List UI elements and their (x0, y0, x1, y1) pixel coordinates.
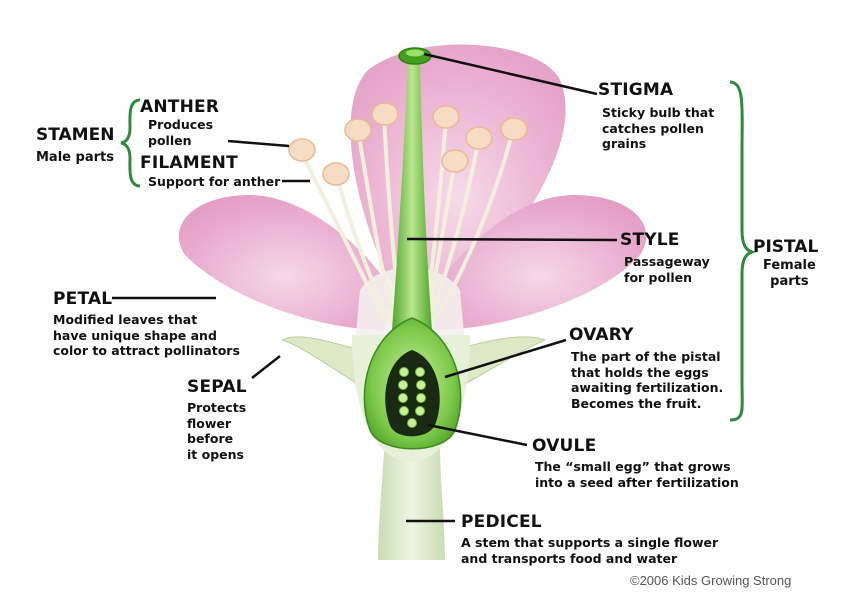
ovary-desc: The part of the pistal that holds the eg… (571, 349, 723, 411)
ovule-3 (398, 380, 408, 390)
ovule-6 (416, 393, 426, 403)
ovule-4 (416, 380, 426, 390)
anther-2 (322, 162, 350, 186)
anther-title: ANTHER (140, 97, 220, 117)
sepal-desc-line-2: flower (187, 415, 232, 431)
sepal-title: SEPAL (187, 377, 247, 397)
anther-desc: Produces pollen (148, 117, 213, 148)
ovary-desc-line-4: Becomes the fruit. (571, 395, 702, 411)
filament-2 (334, 172, 392, 322)
anther-3 (344, 118, 372, 142)
ovule-5 (398, 393, 408, 403)
anther-6 (465, 126, 493, 150)
stigma-desc-line-2: catches pollen (602, 120, 704, 136)
stigma-leader (423, 52, 598, 96)
style-desc: Passageway for pollen (624, 254, 710, 285)
ovary-desc-line-3: awaiting fertilization. (571, 380, 724, 395)
style-desc-line-2: for pollen (624, 269, 693, 285)
sepal-leader (251, 355, 281, 379)
pedicel-title: PEDICEL (461, 512, 542, 532)
ovary-leader (444, 338, 567, 379)
sepal-desc-line-3: before (187, 431, 234, 446)
ovule-2 (415, 367, 425, 377)
petal-desc-line-1: Modified leaves that (53, 312, 198, 327)
ovules (398, 367, 426, 428)
anther-desc-line-1: Produces (148, 117, 214, 132)
ovary-desc-line-1: The part of the pistal (571, 349, 721, 364)
filament-title: FILAMENT (140, 153, 238, 173)
right-petal (432, 195, 647, 330)
copyright-notice: ©2006 Kids Growing Strong (630, 573, 792, 588)
petal-title: PETAL (53, 289, 113, 309)
stigma-top (406, 49, 424, 57)
stigma-desc-line-3: grains (602, 136, 647, 151)
petal-desc-line-2: have unique shape and (53, 327, 217, 343)
petal-desc-line-3: color to attract pollinators (53, 343, 240, 358)
ovule-desc: The “small egg” that grows into a seed a… (535, 459, 739, 490)
stigma-desc-line-1: Sticky bulb that (602, 105, 715, 120)
stamen-desc: Male parts (36, 150, 114, 165)
ovule-9 (407, 418, 417, 428)
stamen-bracket (120, 98, 141, 188)
anthers (288, 102, 528, 186)
stamen-title: STAMEN (36, 125, 115, 145)
left-petal (178, 195, 392, 330)
ovule-8 (415, 406, 425, 416)
ovary-title: OVARY (569, 325, 634, 345)
anther-4 (371, 102, 399, 126)
anther-5 (432, 105, 460, 129)
filament-desc: Support for anther (148, 174, 281, 189)
sepal-desc-line-1: Protects (187, 400, 247, 415)
petal-desc: Modified leaves that have unique shape a… (53, 312, 240, 359)
ovule-title: OVULE (532, 436, 597, 456)
leader-lines (112, 52, 618, 523)
sepal-desc: Protects flower before it opens (187, 400, 246, 462)
anther-7 (500, 117, 528, 141)
filament-6 (428, 136, 481, 322)
stigma-title: STIGMA (598, 80, 674, 100)
filament-8 (426, 159, 457, 322)
sepal-desc-line-4: it opens (187, 446, 244, 462)
style-desc-line-1: Passageway (624, 254, 710, 269)
pistal-desc: Female parts (763, 258, 816, 289)
pedicel-desc-line-2: and transports food and water (461, 550, 678, 566)
anther-8 (441, 149, 469, 173)
ovule-desc-line-1: The “small egg” that grows (535, 459, 731, 474)
pistal-title: PISTAL (753, 237, 819, 257)
ovary-desc-line-2: that holds the eggs (571, 364, 709, 380)
ovule-leader (427, 423, 528, 447)
ovule-desc-line-2: into a seed after fertilization (535, 474, 739, 490)
pedicel-stem (378, 440, 445, 560)
pistal-bracket (729, 80, 757, 422)
filament-1 (298, 148, 387, 322)
ovule-1 (399, 367, 409, 377)
anther-1 (288, 138, 316, 162)
style-leader (406, 237, 618, 242)
style-tube (392, 62, 432, 330)
style-title: STYLE (620, 230, 680, 250)
pistal-desc-line-1: Female (763, 258, 816, 273)
pedicel-desc: A stem that supports a single flower and… (461, 535, 718, 566)
filament-7 (433, 128, 515, 322)
anther-desc-line-2: pollen (148, 132, 192, 148)
anther-leader (227, 139, 290, 148)
filament-3 (356, 128, 397, 322)
ovary-cavity (385, 350, 440, 437)
pedicel-desc-line-1: A stem that supports a single flower (461, 535, 719, 550)
ovule-7 (399, 406, 409, 416)
pistal-desc-line-2: parts (770, 273, 809, 289)
stigma-desc: Sticky bulb that catches pollen grains (602, 105, 714, 152)
